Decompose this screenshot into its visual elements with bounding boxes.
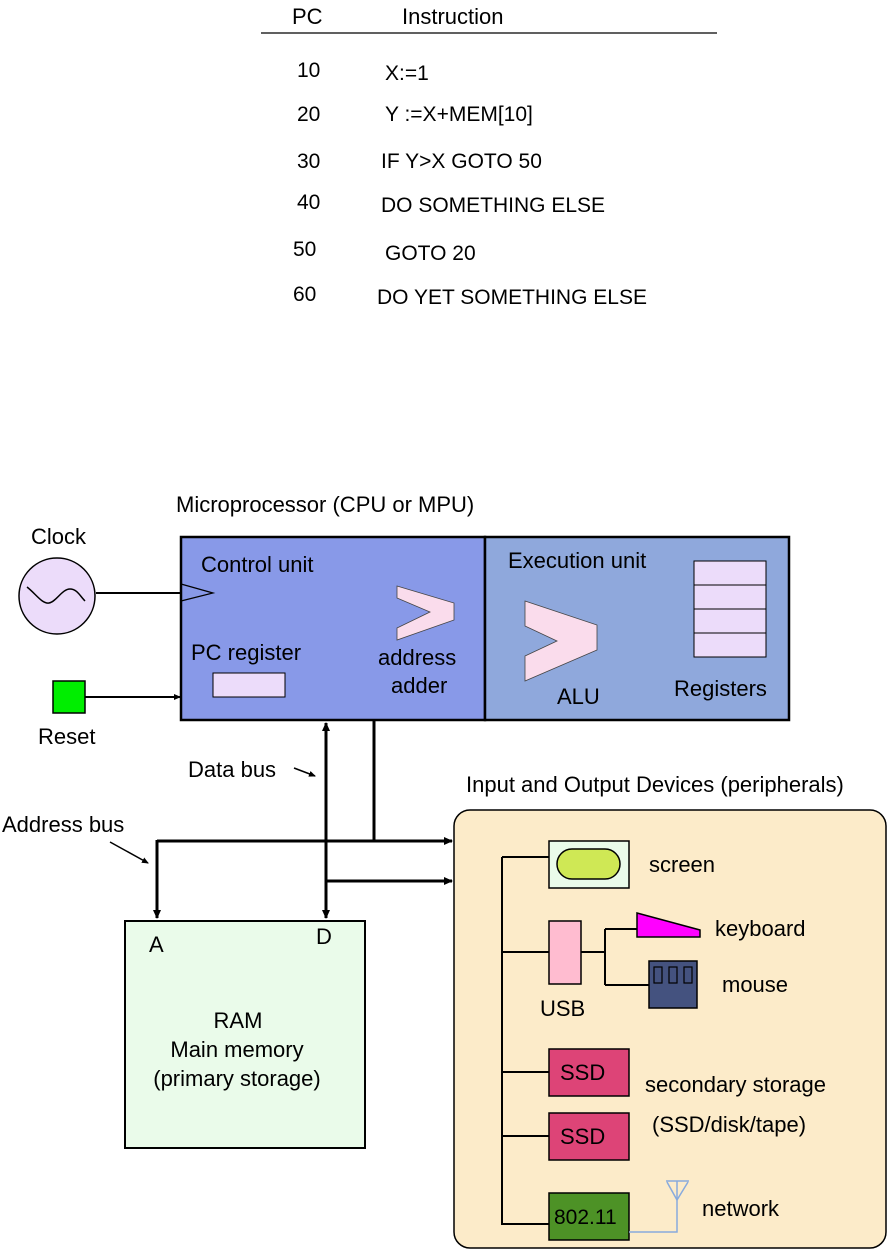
adder-label-line2: adder: [391, 673, 447, 698]
address-bus-pointer: [109, 841, 149, 864]
mouse-button-icon: [683, 966, 693, 984]
clock-input-marker: [180, 583, 216, 602]
keyboard-label: keyboard: [715, 916, 806, 941]
adder-label-line1: address: [378, 645, 456, 670]
row-instruction: Y :=X+MEM[10]: [385, 103, 533, 126]
table-row: 50 GOTO 20: [293, 238, 476, 265]
ram-box: [124, 920, 366, 1149]
mouse-button-icon: [653, 966, 663, 984]
table-row: 60 DO YET SOMETHING ELSE: [293, 283, 647, 309]
antenna-icon: [666, 1180, 689, 1201]
ram-data-port: D: [316, 924, 332, 949]
ssd-drive-icon: [548, 1112, 630, 1161]
register-slot: [693, 608, 767, 634]
register-file: [693, 560, 767, 658]
row-pc: 50: [293, 238, 316, 261]
program-table: PC Instruction 10 X:=1 20 Y :=X+MEM[10] …: [261, 4, 717, 309]
row-pc: 40: [297, 191, 320, 214]
control-unit: Control unit PC register address adder: [179, 535, 487, 722]
row-instruction: X:=1: [385, 62, 429, 85]
storage-label-line1: secondary storage: [645, 1072, 826, 1097]
usb-label: USB: [540, 996, 585, 1021]
header-pc: PC: [292, 4, 323, 29]
register-slot: [693, 584, 767, 610]
wifi-label: 802.11: [554, 1206, 617, 1229]
network-label: network: [702, 1196, 780, 1221]
alu-icon: [524, 600, 598, 682]
reset-button-icon: [52, 680, 86, 714]
row-instruction: DO YET SOMETHING ELSE: [377, 286, 647, 309]
ssd1-label: SSD: [560, 1060, 605, 1085]
pc-register-label: PC register: [191, 640, 301, 665]
data-bus-pointer: [293, 767, 316, 777]
peripherals-title: Input and Output Devices (peripherals): [466, 772, 844, 797]
execution-unit: Execution unit ALU Registers: [483, 535, 791, 722]
control-unit-label: Control unit: [201, 552, 314, 577]
pc-register: [212, 672, 286, 698]
ram-description: (primary storage): [153, 1066, 320, 1091]
ram-title: RAM: [214, 1008, 263, 1033]
row-pc: 20: [297, 103, 320, 126]
clock: [18, 557, 96, 635]
register-slot: [693, 632, 767, 658]
ram-address-port: A: [149, 932, 164, 957]
table-row: 30 IF Y>X GOTO 50: [297, 150, 542, 173]
antenna-cable: [629, 1181, 678, 1233]
row-pc: 60: [293, 283, 316, 306]
cpu-title: Microprocessor (CPU or MPU): [176, 492, 474, 517]
usb-hub-icon: [548, 920, 582, 985]
register-slot: [693, 560, 767, 586]
screen-label: screen: [649, 852, 715, 877]
header-instruction: Instruction: [402, 4, 504, 29]
alu-label: ALU: [557, 684, 600, 709]
keyboard-icon: [636, 912, 701, 938]
table-row: 20 Y :=X+MEM[10]: [297, 103, 533, 126]
mouse-label: mouse: [722, 972, 788, 997]
storage-label-line2: (SSD/disk/tape): [652, 1112, 806, 1137]
reset-label: Reset: [38, 724, 95, 749]
row-instruction: IF Y>X GOTO 50: [381, 150, 542, 173]
ram-subtitle: Main memory: [170, 1037, 303, 1062]
mouse-button-icon: [668, 966, 678, 984]
registers-label: Registers: [674, 676, 767, 701]
wifi-adapter-icon: [548, 1192, 630, 1241]
execution-unit-label: Execution unit: [508, 548, 646, 573]
sine-wave-icon: [26, 586, 86, 604]
row-instruction: GOTO 20: [385, 242, 476, 265]
data-bus-label: Data bus: [188, 757, 276, 782]
clock-label: Clock: [31, 524, 87, 549]
peripherals-panel: screen USB keyboard mouse SSD SSD second…: [453, 809, 887, 1249]
ram: A D RAM Main memory (primary storage): [124, 920, 366, 1149]
row-pc: 10: [297, 59, 320, 82]
row-pc: 30: [297, 150, 320, 173]
address-bus-label: Address bus: [2, 812, 124, 837]
table-row: 10 X:=1: [297, 59, 429, 85]
address-adder-icon: [396, 585, 455, 641]
screen-icon: [556, 848, 621, 880]
row-instruction: DO SOMETHING ELSE: [381, 194, 605, 217]
ssd2-label: SSD: [560, 1124, 605, 1149]
clock-icon: [18, 557, 96, 635]
ssd-drive-icon: [548, 1048, 630, 1097]
table-row: 40 DO SOMETHING ELSE: [297, 191, 605, 217]
